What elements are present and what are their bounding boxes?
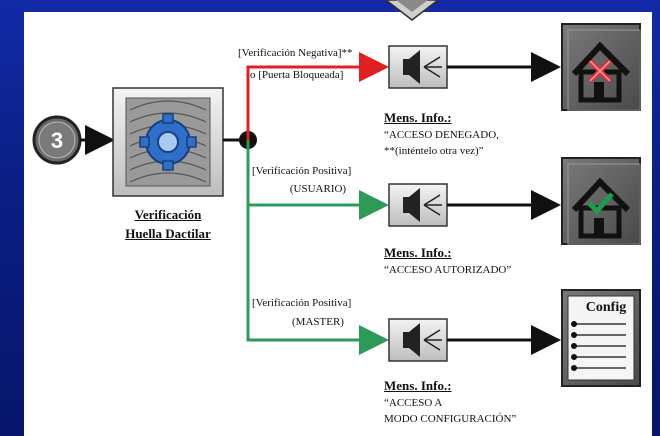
config-document-icon: Config: [561, 289, 641, 387]
house-denied-icon: [561, 23, 641, 111]
branch-denied-label-line2: o [Puerta Bloqueada]: [250, 69, 344, 81]
message-text-line: “ACCESO DENEGADO,: [384, 129, 499, 141]
config-label: Config: [586, 300, 626, 315]
branch-master-label-line1: [Verificación Positiva]: [252, 297, 352, 309]
branch-user-label-line2: (USUARIO): [289, 183, 347, 195]
message-title: Mens. Info.:: [384, 378, 452, 393]
top-notch-icon: [384, 0, 440, 21]
speaker-icon: [388, 45, 448, 89]
message-title: Mens. Info.:: [384, 245, 452, 260]
start-node: 3: [32, 115, 82, 165]
branch-denied-line: [246, 52, 389, 140]
verification-label-line1: Verificación: [134, 207, 202, 222]
message-title: Mens. Info.:: [384, 110, 452, 125]
branch-master-line: [246, 205, 389, 355]
branch-user-label-line1: [Verificación Positiva]: [252, 165, 352, 177]
branch-master-label-line2: (MASTER): [292, 316, 344, 328]
start-node-label: 3: [51, 128, 63, 153]
message-text-line: “ACCESO AUTORIZADO”: [384, 264, 512, 276]
speaker-icon: [388, 318, 448, 362]
speaker-icon: [388, 183, 448, 227]
house-authorized-icon: [561, 157, 641, 245]
verification-box: [112, 87, 224, 197]
branch-denied-label-line1: [Verificación Negativa]**: [238, 47, 353, 59]
message-text-line: **(inténtelo otra vez)”: [384, 145, 484, 157]
fingerprint-gear-icon: [129, 100, 207, 183]
diagram-canvas: [24, 12, 652, 436]
message-text-line: “ACCESO A: [384, 397, 443, 409]
message-text-line: MODO CONFIGURACIÓN”: [384, 413, 517, 425]
verification-label-line2: Huella Dactilar: [125, 226, 211, 241]
